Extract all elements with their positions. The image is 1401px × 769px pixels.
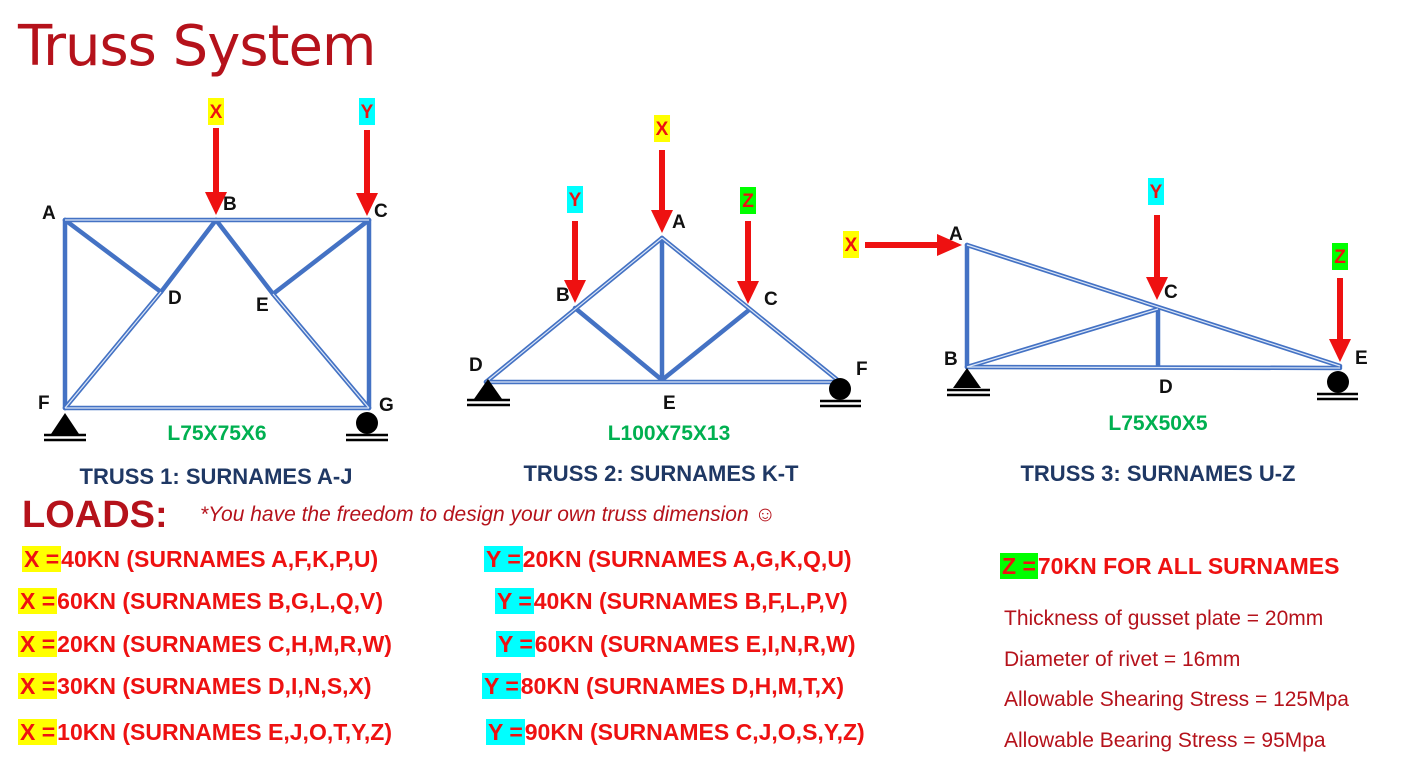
truss-2-node-c: C [764, 289, 778, 310]
x-key: X = [18, 719, 58, 745]
property-rivet-diameter: Diameter of rivet = 16mm [1004, 648, 1241, 671]
page-title: Truss System [18, 14, 376, 79]
z-key: Z = [1000, 553, 1038, 579]
truss-2-load-y-label: Y [569, 190, 582, 211]
truss-1-section-label: L75X75X6 [167, 422, 266, 445]
z-load-value: 70KN FOR ALL SURNAMES [1037, 553, 1340, 579]
truss-1-node-a: A [42, 203, 56, 224]
x-load-row: X =30KN (SURNAMES D,I,N,S,X) [18, 673, 372, 700]
truss-2-load-y: Y [564, 186, 586, 303]
truss-1-node-c: C [374, 201, 388, 222]
x-load-row: X =60KN (SURNAMES B,G,L,Q,V) [18, 588, 383, 615]
truss-2-node-f: F [856, 359, 868, 380]
x-load-value: 20KN (SURNAMES C,H,M,R,W) [57, 631, 392, 657]
y-load-row: Y =60KN (SURNAMES E,I,N,R,W) [496, 631, 856, 658]
x-load-value: 10KN (SURNAMES E,J,O,T,Y,Z) [57, 719, 393, 745]
truss-3-node-c: C [1164, 282, 1178, 303]
truss-1-node-e: E [256, 295, 269, 316]
y-load-row: Y =80KN (SURNAMES D,H,M,T,X) [482, 673, 844, 700]
loads-heading: LOADS: [22, 494, 168, 536]
truss-3: A B C D E X Y Z [843, 178, 1368, 486]
truss-2-node-b: B [556, 285, 570, 306]
y-load-row: Y =90KN (SURNAMES C,J,O,S,Y,Z) [486, 719, 865, 746]
truss-1-node-b: B [223, 194, 237, 215]
property-shearing-stress: Allowable Shearing Stress = 125Mpa [1004, 688, 1349, 711]
truss-3-load-z: Z [1329, 243, 1351, 362]
y-key: Y = [496, 631, 535, 657]
truss-3-load-x-label: X [845, 235, 858, 256]
truss-1-node-d: D [168, 288, 182, 309]
property-gusset-thickness: Thickness of gusset plate = 20mm [1004, 607, 1324, 630]
truss-3-section-label: L75X50X5 [1108, 412, 1208, 435]
truss-2-load-x-label: X [656, 119, 669, 140]
truss-1-load-x-label: X [210, 102, 223, 123]
truss-2: A B C D E F Y X Z [467, 115, 868, 486]
truss-1-pin-support [44, 413, 86, 442]
truss-3-node-d: D [1159, 377, 1173, 398]
truss-2-node-a: A [672, 212, 686, 233]
truss-2-roller-support [820, 378, 861, 408]
x-load-row: X =20KN (SURNAMES C,H,M,R,W) [18, 631, 392, 658]
x-load-value: 60KN (SURNAMES B,G,L,Q,V) [57, 588, 384, 614]
y-key: Y = [486, 719, 525, 745]
truss-2-title: TRUSS 2: SURNAMES K-T [523, 461, 799, 486]
truss-1-load-y-label: Y [361, 102, 374, 123]
truss-1-load-x: X [205, 98, 227, 215]
truss-3-node-e: E [1355, 348, 1368, 369]
x-key: X = [22, 546, 62, 572]
truss-diagrams: A B C D E F G X Y L75X75X6 TR [38, 98, 1368, 489]
truss-3-title: TRUSS 3: SURNAMES U-Z [1020, 461, 1295, 486]
truss-2-pin-support [467, 379, 510, 407]
truss-1-title: TRUSS 1: SURNAMES A-J [80, 464, 353, 489]
truss-2-load-z: Z [737, 187, 759, 304]
truss-1-node-f: F [38, 393, 50, 414]
x-key: X = [18, 588, 58, 614]
truss-3-members [964, 242, 1343, 371]
truss-2-node-d: D [469, 355, 483, 376]
truss-2-node-e: E [663, 393, 676, 414]
truss-1-members [62, 217, 372, 411]
truss-3-node-a: A [949, 224, 963, 245]
truss-3-load-y: Y [1146, 178, 1168, 300]
x-load-row: X =10KN (SURNAMES E,J,O,T,Y,Z) [18, 719, 392, 746]
truss-2-section-label: L100X75X13 [608, 422, 731, 445]
truss-3-load-z-label: Z [1334, 247, 1346, 268]
y-key: Y = [482, 673, 521, 699]
truss-3-roller-support [1317, 371, 1358, 401]
property-bearing-stress: Allowable Bearing Stress = 95Mpa [1004, 729, 1326, 752]
y-load-value: 90KN (SURNAMES C,J,O,S,Y,Z) [524, 719, 865, 745]
y-load-row: Y =40KN (SURNAMES B,F,L,P,V) [495, 588, 848, 615]
truss-3-load-x: X [843, 231, 962, 258]
truss-2-members [483, 235, 843, 385]
truss-3-pin-support [947, 368, 990, 397]
truss-1-roller-support [346, 412, 388, 442]
x-key: X = [18, 673, 58, 699]
truss-1-load-y: Y [356, 98, 378, 216]
truss-1-node-g: G [379, 395, 394, 416]
y-load-value: 20KN (SURNAMES A,G,K,Q,U) [522, 546, 852, 572]
y-load-row: Y =20KN (SURNAMES A,G,K,Q,U) [484, 546, 852, 573]
y-key: Y = [495, 588, 534, 614]
truss-2-load-z-label: Z [742, 191, 754, 212]
x-key: X = [18, 631, 58, 657]
y-key: Y = [484, 546, 523, 572]
truss-3-load-y-label: Y [1150, 182, 1163, 203]
design-note: *You have the freedom to design your own… [200, 503, 776, 526]
x-load-value: 40KN (SURNAMES A,F,K,P,U) [61, 546, 379, 572]
truss-3-node-b: B [944, 349, 958, 370]
y-load-value: 40KN (SURNAMES B,F,L,P,V) [533, 588, 848, 614]
y-load-value: 60KN (SURNAMES E,I,N,R,W) [534, 631, 856, 657]
x-load-row: X =40KN (SURNAMES A,F,K,P,U) [22, 546, 378, 573]
y-load-value: 80KN (SURNAMES D,H,M,T,X) [520, 673, 845, 699]
truss-2-load-x: X [651, 115, 673, 233]
truss-1: A B C D E F G X Y L75X75X6 TR [38, 98, 394, 489]
x-load-value: 30KN (SURNAMES D,I,N,S,X) [57, 673, 372, 699]
z-load-row: Z =70KN FOR ALL SURNAMES [1000, 553, 1339, 580]
